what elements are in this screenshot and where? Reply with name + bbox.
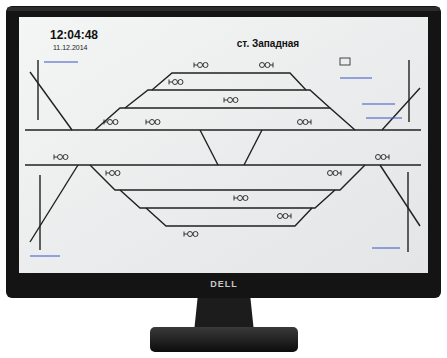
station-track	[152, 73, 306, 90]
approach-track	[30, 165, 78, 242]
approach-track	[408, 60, 409, 122]
brand-logo: DELL	[210, 280, 238, 290]
main-track	[25, 164, 421, 165]
clock-time: 12:04:48	[50, 29, 98, 42]
station-name: ст. Западная	[237, 38, 299, 49]
approach-track	[39, 175, 40, 250]
stand-base	[150, 327, 298, 352]
signals	[54, 63, 389, 237]
station-track	[120, 190, 335, 208]
crossover	[200, 130, 218, 165]
station-track	[90, 165, 365, 190]
station-track	[95, 108, 355, 130]
bezel-highlight	[7, 7, 440, 11]
direction-notes	[30, 62, 402, 256]
clock-date: 11.12.2014	[53, 44, 88, 52]
status-icon	[340, 58, 350, 65]
approach-track	[382, 88, 420, 130]
station-track	[146, 208, 312, 226]
crossover	[244, 130, 262, 165]
approach-track	[37, 60, 38, 120]
stand-neck	[194, 294, 254, 332]
approach-track	[380, 165, 420, 226]
approach-track	[30, 72, 72, 130]
screen	[19, 17, 428, 273]
monitor-bezel	[6, 6, 441, 298]
track-plan	[25, 60, 421, 252]
main-track	[25, 129, 421, 130]
approach-track	[407, 172, 408, 252]
station-track	[125, 90, 330, 108]
